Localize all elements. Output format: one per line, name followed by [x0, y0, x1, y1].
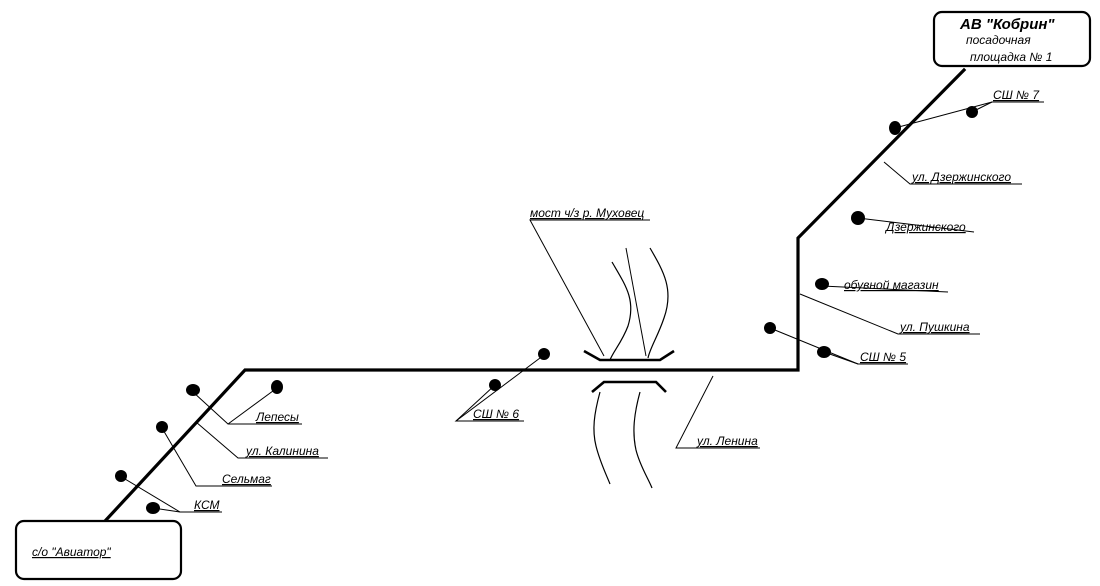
leader-sh6-dot	[455, 384, 496, 422]
label-sh5: СШ № 5	[860, 350, 906, 364]
leader-bridge	[529, 219, 650, 357]
stop-dot-sh6-b[interactable]	[489, 379, 501, 391]
stop-dot-ksm-b[interactable]	[146, 502, 160, 514]
stop-dot-sh5-a[interactable]	[764, 322, 776, 334]
bridge-icon	[583, 349, 675, 393]
terminal-end-box[interactable]: АВ "Кобрин" посадочная площадка № 1	[932, 10, 1092, 68]
stop-dot-lepesy-b[interactable]	[271, 380, 283, 394]
river-bank-lower-left	[593, 391, 611, 485]
label-kalinina: ул. Калинина	[245, 444, 319, 458]
label-pushkina: ул. Пушкина	[899, 320, 970, 334]
label-selmag: Сельмаг	[222, 472, 271, 486]
river-bank-lower-right	[633, 391, 653, 489]
stop-dot-lepesy-a[interactable]	[186, 384, 200, 396]
label-lenina: ул. Ленина	[696, 434, 758, 448]
label-ksm: КСМ	[194, 498, 219, 512]
terminal-end-title: АВ "Кобрин"	[959, 16, 1055, 33]
leader-dzerzh-stop	[857, 217, 975, 233]
stop-dot-selmag[interactable]	[156, 421, 168, 433]
label-dzerzh-street: ул. Дзержинского	[911, 170, 1011, 184]
stop-dot-sh7-b[interactable]	[966, 106, 978, 118]
terminal-end-subtitle-1: посадочная	[966, 33, 1031, 47]
leader-lenina	[675, 375, 760, 449]
stop-dot-sh7-a[interactable]	[889, 121, 901, 135]
bridge-lower-rail	[591, 380, 667, 393]
label-shoes: обувной магазин	[844, 278, 939, 292]
river-mukhovets	[593, 247, 669, 489]
bus-stops	[115, 106, 978, 514]
terminal-end-frame	[932, 10, 1092, 68]
label-sh7: СШ № 7	[993, 88, 1040, 102]
bus-route-line	[103, 67, 967, 523]
stop-dot-ksm-a[interactable]	[115, 470, 127, 482]
leader-pushkina	[799, 293, 980, 335]
stop-dot-dzerzh[interactable]	[851, 211, 865, 225]
label-bridge: мост ч/з р. Муховец	[530, 206, 644, 220]
stop-dot-shoes[interactable]	[815, 278, 829, 290]
leader-shoes	[821, 285, 949, 293]
river-bank-upper-right	[647, 247, 669, 359]
leader-dzerzh-street	[883, 161, 1022, 185]
terminal-start-title: с/о "Авиатор"	[32, 545, 111, 559]
river-bank-upper-left	[609, 261, 632, 361]
label-lepesy: Лепесы	[255, 410, 299, 424]
leader-selmag	[161, 427, 272, 487]
terminal-start-box[interactable]: с/о "Авиатор"	[14, 519, 183, 581]
stop-dot-sh6-a[interactable]	[538, 348, 550, 360]
leader-lepesy-dot	[227, 387, 278, 425]
leader-lines	[119, 101, 1044, 513]
terminal-end-subtitle-2: площадка № 1	[970, 50, 1052, 64]
leader-kalinina	[195, 421, 328, 459]
terminal-start-frame	[14, 519, 183, 581]
leader-bridge-2	[625, 247, 647, 357]
bridge-upper-rail	[583, 349, 675, 362]
stop-dot-sh5-b[interactable]	[817, 346, 831, 358]
label-dzerzh-stop: Дзержинского	[884, 220, 966, 234]
label-sh6: СШ № 6	[473, 407, 519, 421]
